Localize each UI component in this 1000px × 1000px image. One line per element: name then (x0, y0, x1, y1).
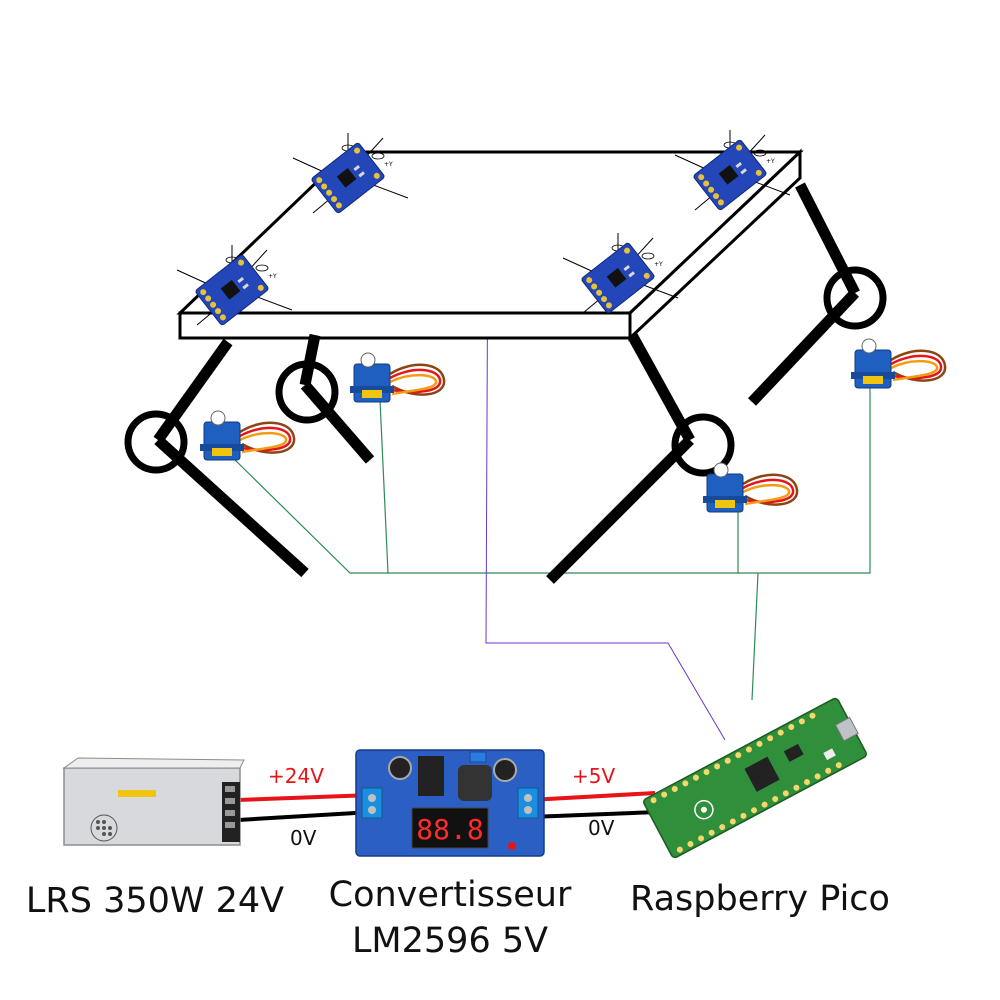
robot-legs (124, 182, 887, 584)
raspberry-pi-pico-board (643, 697, 867, 859)
joint-rear-left (275, 360, 339, 424)
label-0v-psu: 0V (290, 826, 317, 850)
joint-rear-right (823, 266, 887, 330)
power-wires (237, 791, 659, 822)
label-24v: +24V (268, 764, 324, 788)
label-converter-line1: Convertisseur (328, 875, 572, 915)
wire-0v-psu (237, 810, 373, 822)
servo-signal-wires (229, 385, 871, 701)
label-psu: LRS 350W 24V (25, 881, 285, 921)
servo-rear-left (348, 351, 446, 404)
label-converter: Convertisseur LM2596 5V (320, 872, 580, 964)
power-supply-unit (62, 757, 245, 846)
label-converter-line2: LM2596 5V (351, 921, 549, 961)
wire-0v-conv (529, 810, 659, 819)
servo-front-left (198, 409, 296, 462)
raspberry-logo-icon (694, 799, 714, 820)
label-0v-conv: 0V (588, 816, 615, 840)
wire-5v (529, 791, 656, 802)
joint-front-right (671, 413, 735, 477)
label-5v: +5V (572, 764, 615, 788)
wire-24v (237, 793, 373, 802)
servo-rear-right (849, 337, 947, 390)
servo-front-right (701, 461, 799, 514)
fan-grille (96, 820, 112, 836)
buck-converter-board: 88.8 (355, 749, 545, 857)
joint-front-left (124, 410, 188, 474)
label-pico: Raspberry Pico (630, 879, 890, 919)
converter-display: 88.8 (416, 813, 483, 846)
